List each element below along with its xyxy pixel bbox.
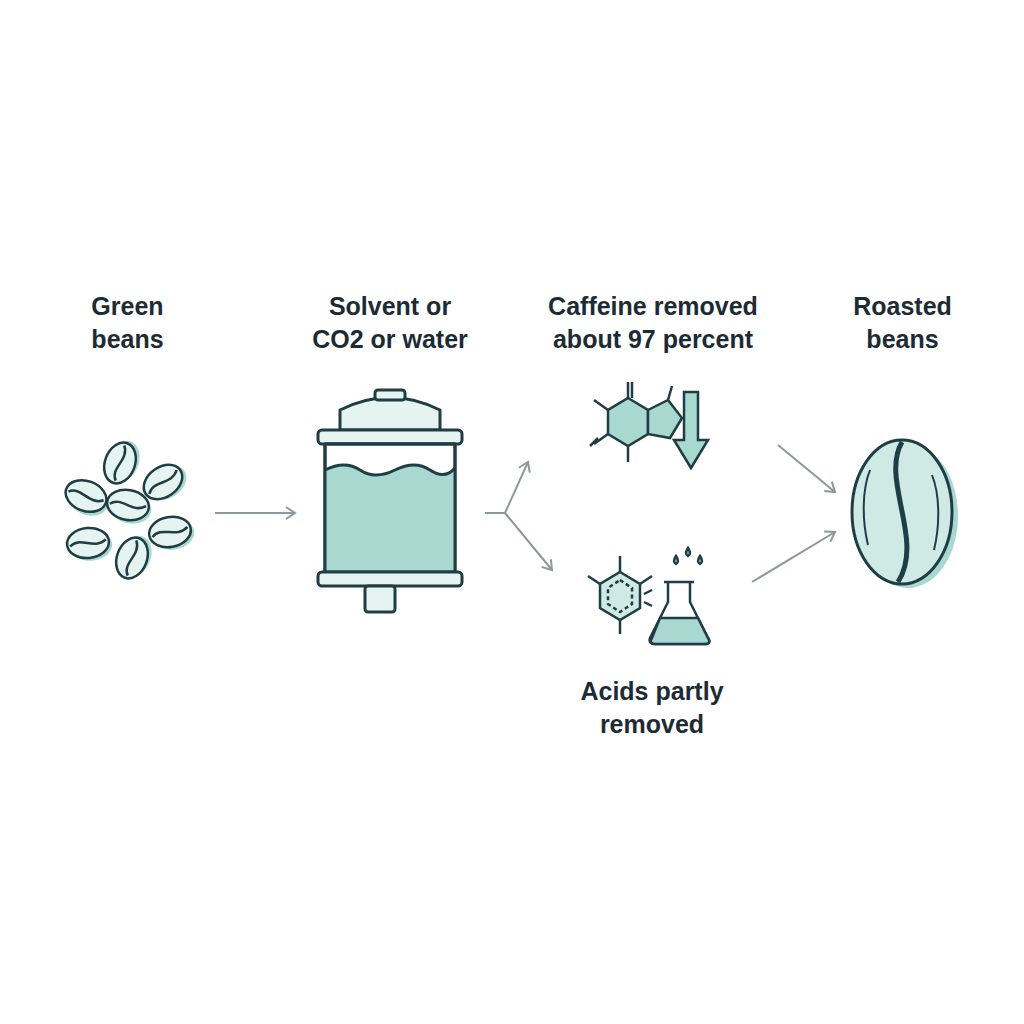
process-stage: Green beans [40,290,215,590]
flow-arrow [778,445,835,492]
extraction-tank-icon [318,390,462,612]
stage-label: Caffeine removed about 97 percent [528,290,778,355]
stage-label: Green beans [73,290,183,355]
stage-label: Roasted beans [840,290,965,355]
process-stage: Acids partly removed [552,540,752,740]
flow-arrow [485,513,552,570]
stage-label: Acids partly removed [552,675,752,740]
flow-arrow [752,532,835,582]
stage-label: Solvent or CO2 or water [303,290,478,355]
flow-arrow [485,462,528,513]
process-stage: Caffeine removed about 97 percent [528,290,778,475]
flow-arrow [215,512,295,514]
green-beans-icon [60,435,197,584]
acid-flask-icon [588,548,709,644]
process-stage: Solvent or CO2 or water [295,290,485,630]
caffeine-molecule-icon [590,382,708,468]
roasted-bean-icon [852,440,958,588]
process-stage: Roasted beans [835,290,970,590]
